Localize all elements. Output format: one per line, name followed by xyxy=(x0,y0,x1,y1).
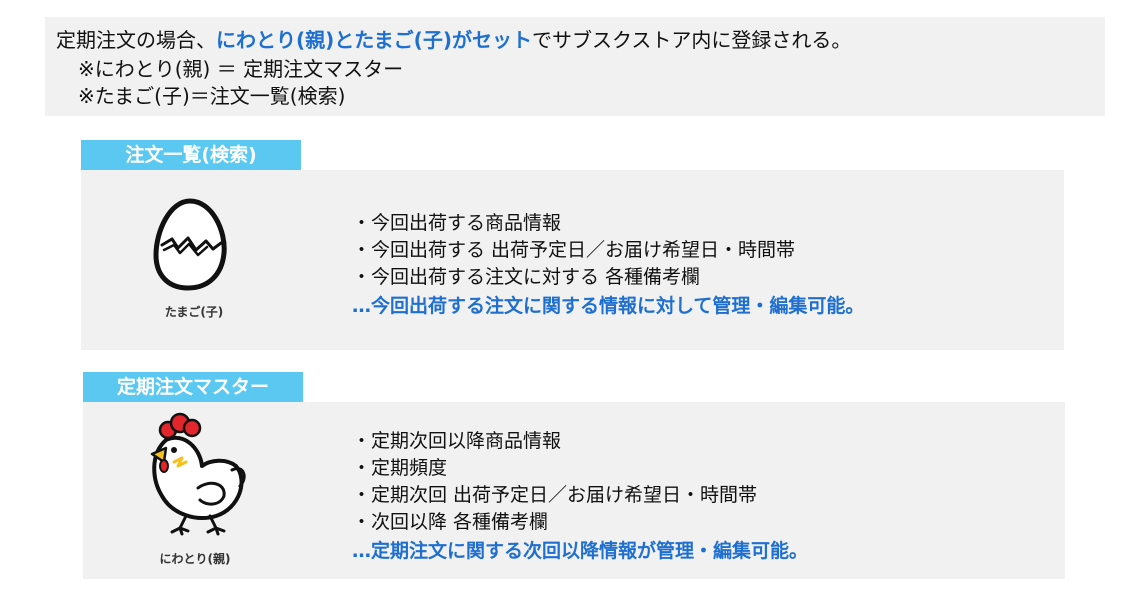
intro-line-1-pre: 定期注文の場合、 xyxy=(56,28,216,52)
bullet-item: ・定期次回 出荷予定日／お届け希望日・時間帯 xyxy=(352,484,758,506)
bullet-item: ・次回以降 各種備考欄 xyxy=(352,511,549,533)
subscription-master-bullets: ・定期次回以降商品情報 ・定期頻度 ・定期次回 出荷予定日／お届け希望日・時間帯… xyxy=(352,428,808,566)
intro-line-3: ※たまご(子)＝注文一覧(検索) xyxy=(78,84,346,108)
bullet-item: ・今回出荷する注文に対する 各種備考欄 xyxy=(352,266,701,288)
bullet-item: ・今回出荷する 出荷予定日／お届け希望日・時間帯 xyxy=(352,239,796,261)
egg-caption: たまご(子) xyxy=(164,305,224,319)
tab-order-list: 注文一覧(検索) xyxy=(81,140,301,170)
intro-line-2: ※にわとり(親) ＝ 定期注文マスター xyxy=(78,57,404,81)
chicken-icon xyxy=(150,412,246,536)
intro-line-1-post: でサブスクストア内に登録される。 xyxy=(531,28,852,52)
intro-line-1: 定期注文の場合、にわとり(親)とたまご(子)がセットでサブスクストア内に登録され… xyxy=(56,28,851,52)
intro-highlight: にわとり(親)とたまご(子)がセット xyxy=(216,28,532,52)
cracked-egg-icon xyxy=(153,198,227,291)
tab-subscription-master: 定期注文マスター xyxy=(83,372,303,402)
subscription-master-summary: …定期注文に関する次回以降情報が管理・編集可能。 xyxy=(352,540,809,562)
intro-box: 定期注文の場合、にわとり(親)とたまご(子)がセットでサブスクストア内に登録され… xyxy=(45,17,1105,116)
order-list-summary: …今回出荷する注文に関する情報に対して管理・編集可能。 xyxy=(352,295,865,317)
hen-caption: にわとり(親) xyxy=(159,552,231,566)
subscription-master-panel xyxy=(83,402,1065,579)
bullet-item: ・今回出荷する商品情報 xyxy=(352,212,562,234)
bullet-item: ・定期次回以降商品情報 xyxy=(352,430,562,452)
order-list-bullets: ・今回出荷する商品情報 ・今回出荷する 出荷予定日／お届け希望日・時間帯 ・今回… xyxy=(352,210,864,321)
order-list-panel xyxy=(81,170,1064,350)
bullet-item: ・定期頻度 xyxy=(352,457,448,479)
